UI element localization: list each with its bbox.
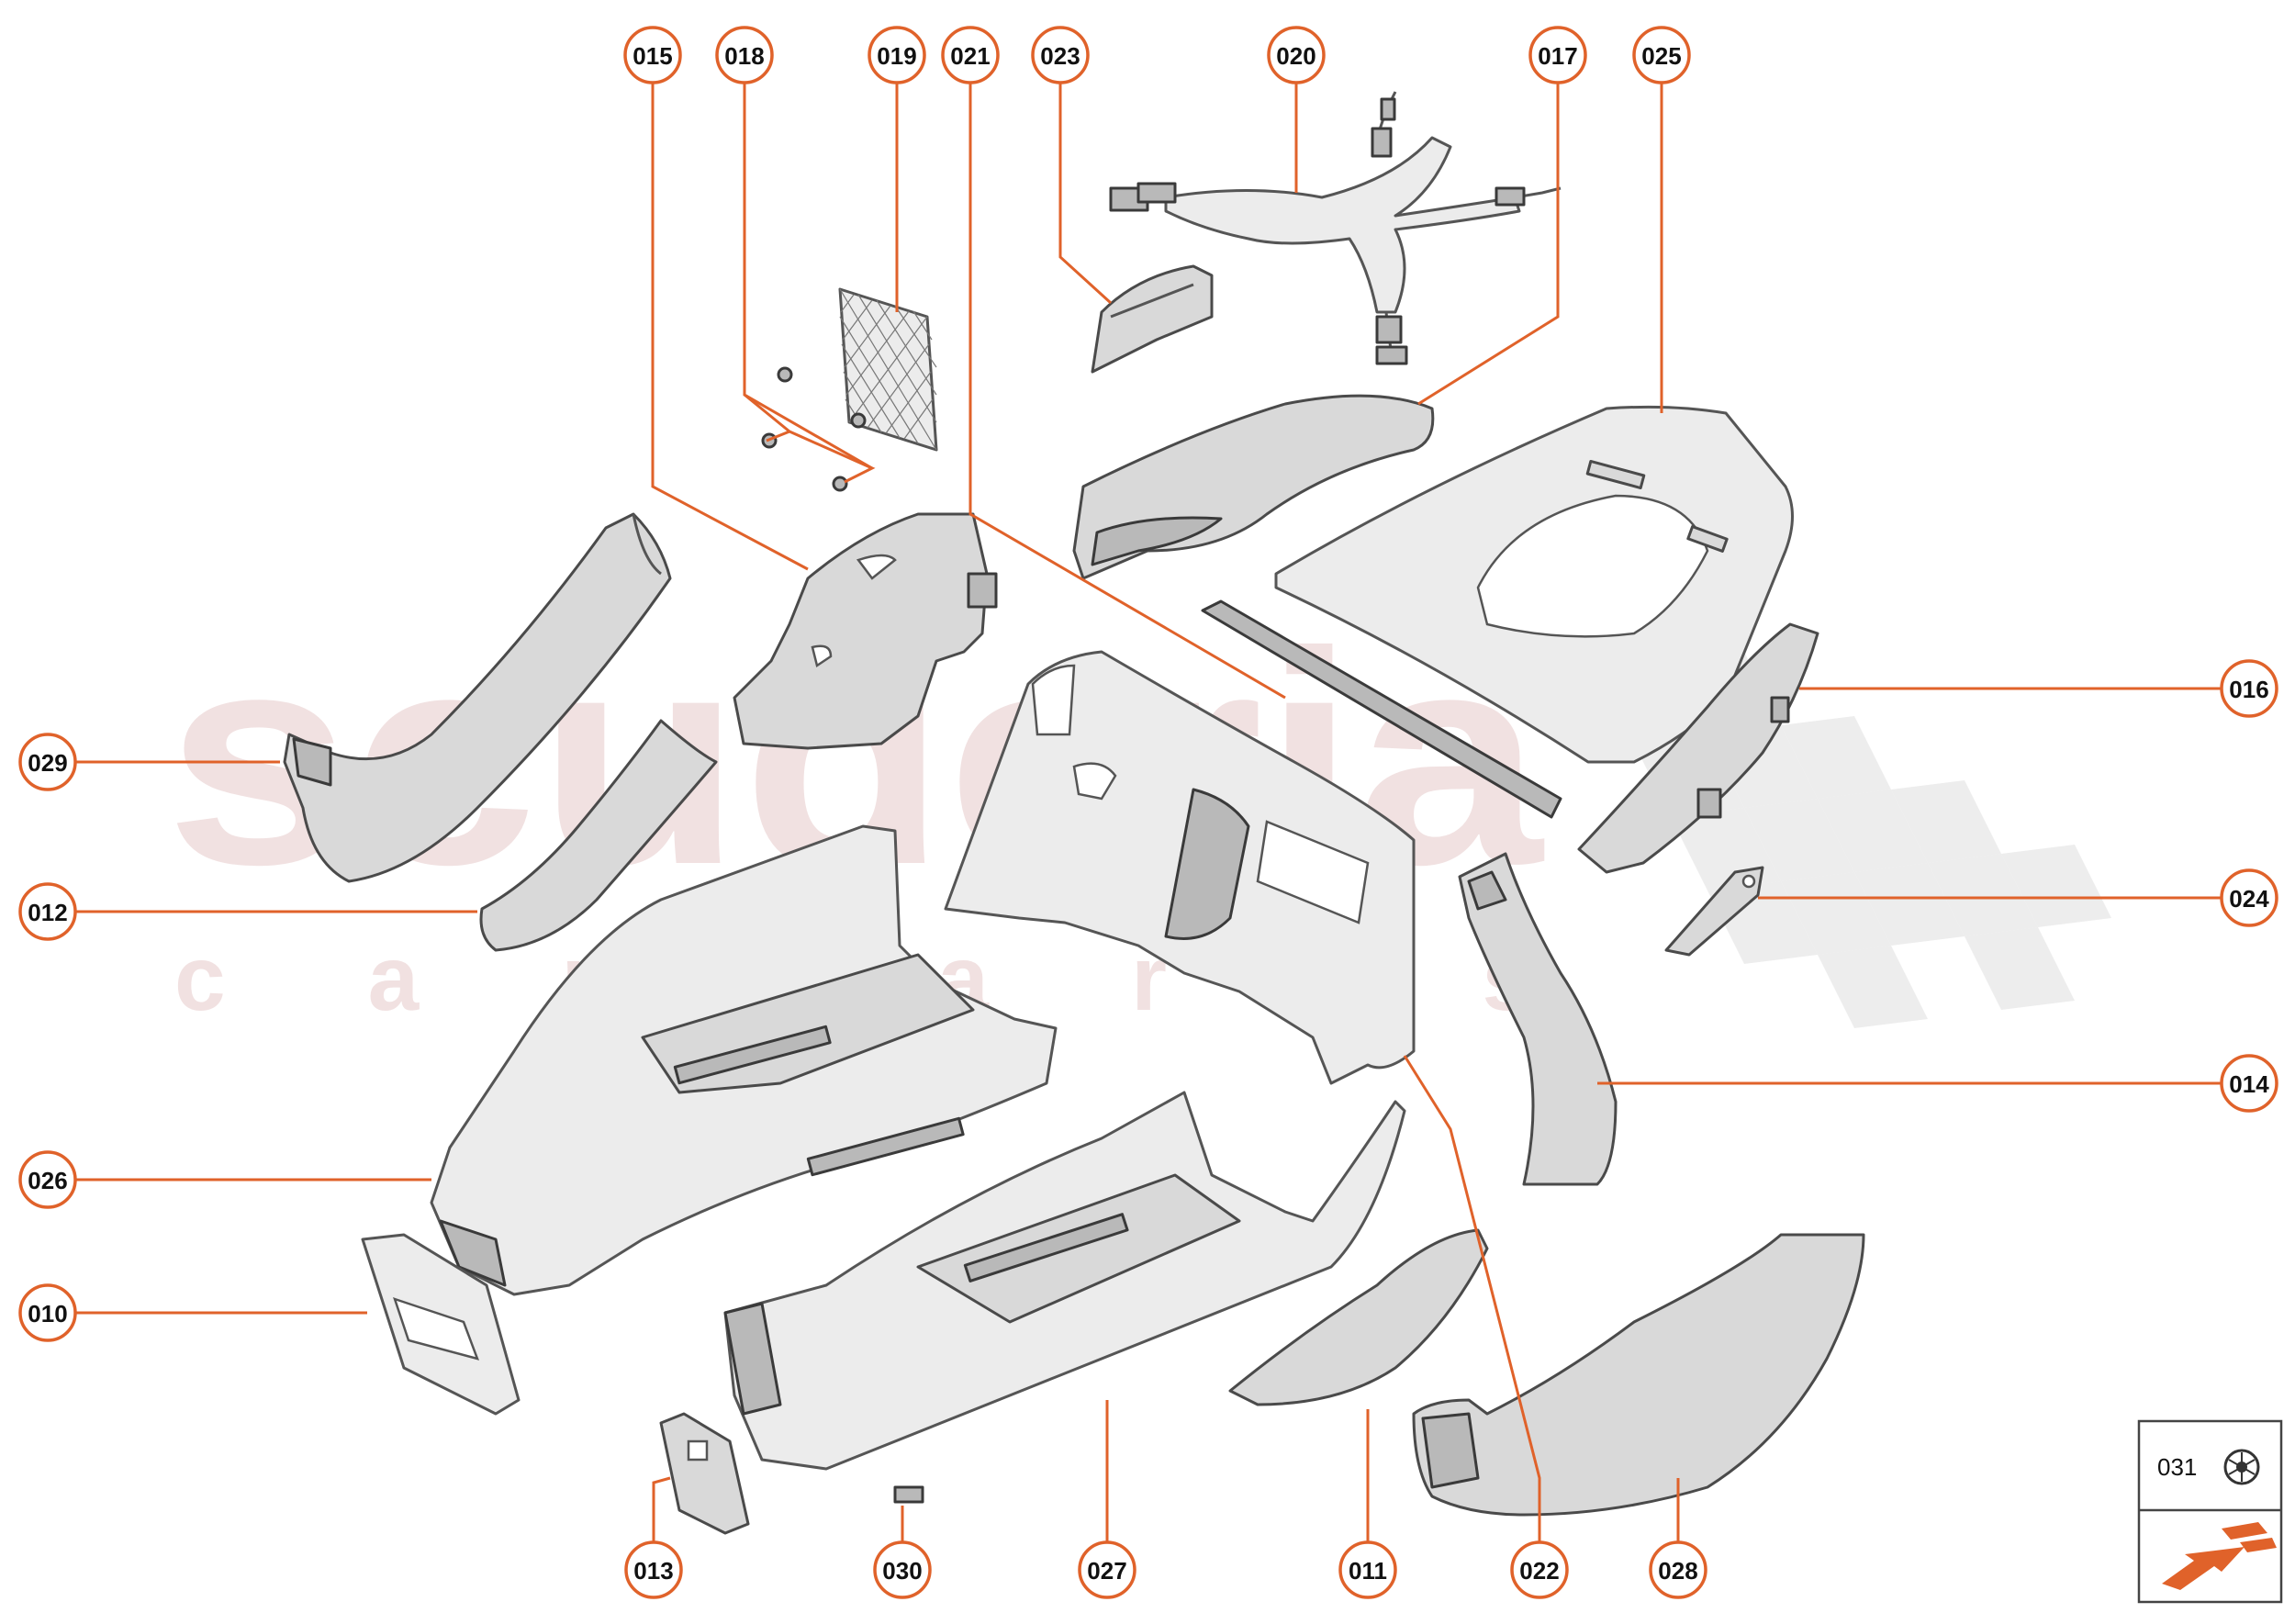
- part-015-assembly: [733, 512, 998, 750]
- part-017-panel: [1072, 394, 1435, 580]
- wheel-icon: [2223, 1449, 2260, 1485]
- callout-015[interactable]: 015: [623, 26, 682, 84]
- svg-text:028: 028: [1658, 1557, 1697, 1585]
- part-026-floor-tray: [430, 824, 1058, 1296]
- callout-020[interactable]: 020: [1267, 26, 1326, 84]
- direction-arrow-icon: [2162, 1522, 2277, 1590]
- part-020-harness-cover: [1109, 91, 1562, 365]
- svg-text:019: 019: [877, 42, 916, 70]
- callout-016[interactable]: 016: [2220, 659, 2278, 718]
- svg-text:027: 027: [1087, 1557, 1126, 1585]
- svg-text:016: 016: [2229, 676, 2268, 703]
- part-010-plate: [361, 1233, 521, 1416]
- svg-text:012: 012: [28, 899, 67, 926]
- callout-026[interactable]: 026: [18, 1150, 77, 1209]
- callout-019[interactable]: 019: [868, 26, 926, 84]
- callout-013[interactable]: 013: [624, 1540, 683, 1599]
- callout-024[interactable]: 024: [2220, 868, 2278, 927]
- svg-text:021: 021: [950, 42, 990, 70]
- part-028-sill-trim: [1412, 1233, 1865, 1517]
- callout-017[interactable]: 017: [1528, 26, 1587, 84]
- part-024-bracket: [1664, 866, 1764, 957]
- part-014-pillar: [1458, 852, 1618, 1186]
- callout-025[interactable]: 025: [1632, 26, 1691, 84]
- part-013-bracket: [659, 1412, 750, 1535]
- part-018-fasteners: [761, 366, 867, 492]
- svg-text:023: 023: [1040, 42, 1080, 70]
- callout-023[interactable]: 023: [1031, 26, 1090, 84]
- svg-text:010: 010: [28, 1300, 67, 1327]
- callout-010[interactable]: 010: [18, 1283, 77, 1342]
- callout-011[interactable]: 011: [1338, 1540, 1397, 1599]
- callout-018[interactable]: 018: [715, 26, 774, 84]
- part-012-sill-trim: [479, 719, 718, 952]
- callout-012[interactable]: 012: [18, 882, 77, 941]
- part-030-clip: [893, 1485, 924, 1504]
- svg-text:020: 020: [1276, 42, 1315, 70]
- svg-text:030: 030: [882, 1557, 922, 1585]
- legend-label: 031: [2157, 1453, 2197, 1481]
- svg-text:018: 018: [724, 42, 764, 70]
- leader-lines: [75, 75, 2249, 1547]
- part-027-floor-tray: [723, 1091, 1406, 1471]
- svg-text:029: 029: [28, 749, 67, 777]
- callout-029[interactable]: 029: [18, 733, 77, 791]
- part-029-sill-trim: [283, 512, 672, 883]
- part-021-strip: [1201, 599, 1562, 819]
- callout-028[interactable]: 028: [1649, 1540, 1707, 1599]
- part-011-trim: [1228, 1228, 1489, 1406]
- part-025-floor-panel: [1274, 405, 1794, 764]
- svg-text:011: 011: [1349, 1557, 1387, 1585]
- svg-text:015: 015: [633, 42, 672, 70]
- callout-021[interactable]: 021: [941, 26, 1000, 84]
- part-022-bulkhead: [944, 650, 1416, 1085]
- svg-text:017: 017: [1538, 42, 1577, 70]
- callout-027[interactable]: 027: [1078, 1540, 1136, 1599]
- svg-text:024: 024: [2229, 885, 2269, 913]
- part-023-cover: [1091, 264, 1214, 374]
- part-019-mesh-net: [838, 287, 938, 452]
- legend-box: 031: [2137, 1419, 2283, 1604]
- svg-text:013: 013: [633, 1557, 673, 1585]
- svg-text:025: 025: [1641, 42, 1681, 70]
- svg-text:026: 026: [28, 1167, 67, 1194]
- part-016-strut: [1577, 622, 1819, 874]
- svg-text:014: 014: [2229, 1070, 2269, 1098]
- callout-022[interactable]: 022: [1510, 1540, 1569, 1599]
- callout-014[interactable]: 014: [2220, 1054, 2278, 1113]
- svg-text:022: 022: [1519, 1557, 1559, 1585]
- callout-030[interactable]: 030: [873, 1540, 932, 1599]
